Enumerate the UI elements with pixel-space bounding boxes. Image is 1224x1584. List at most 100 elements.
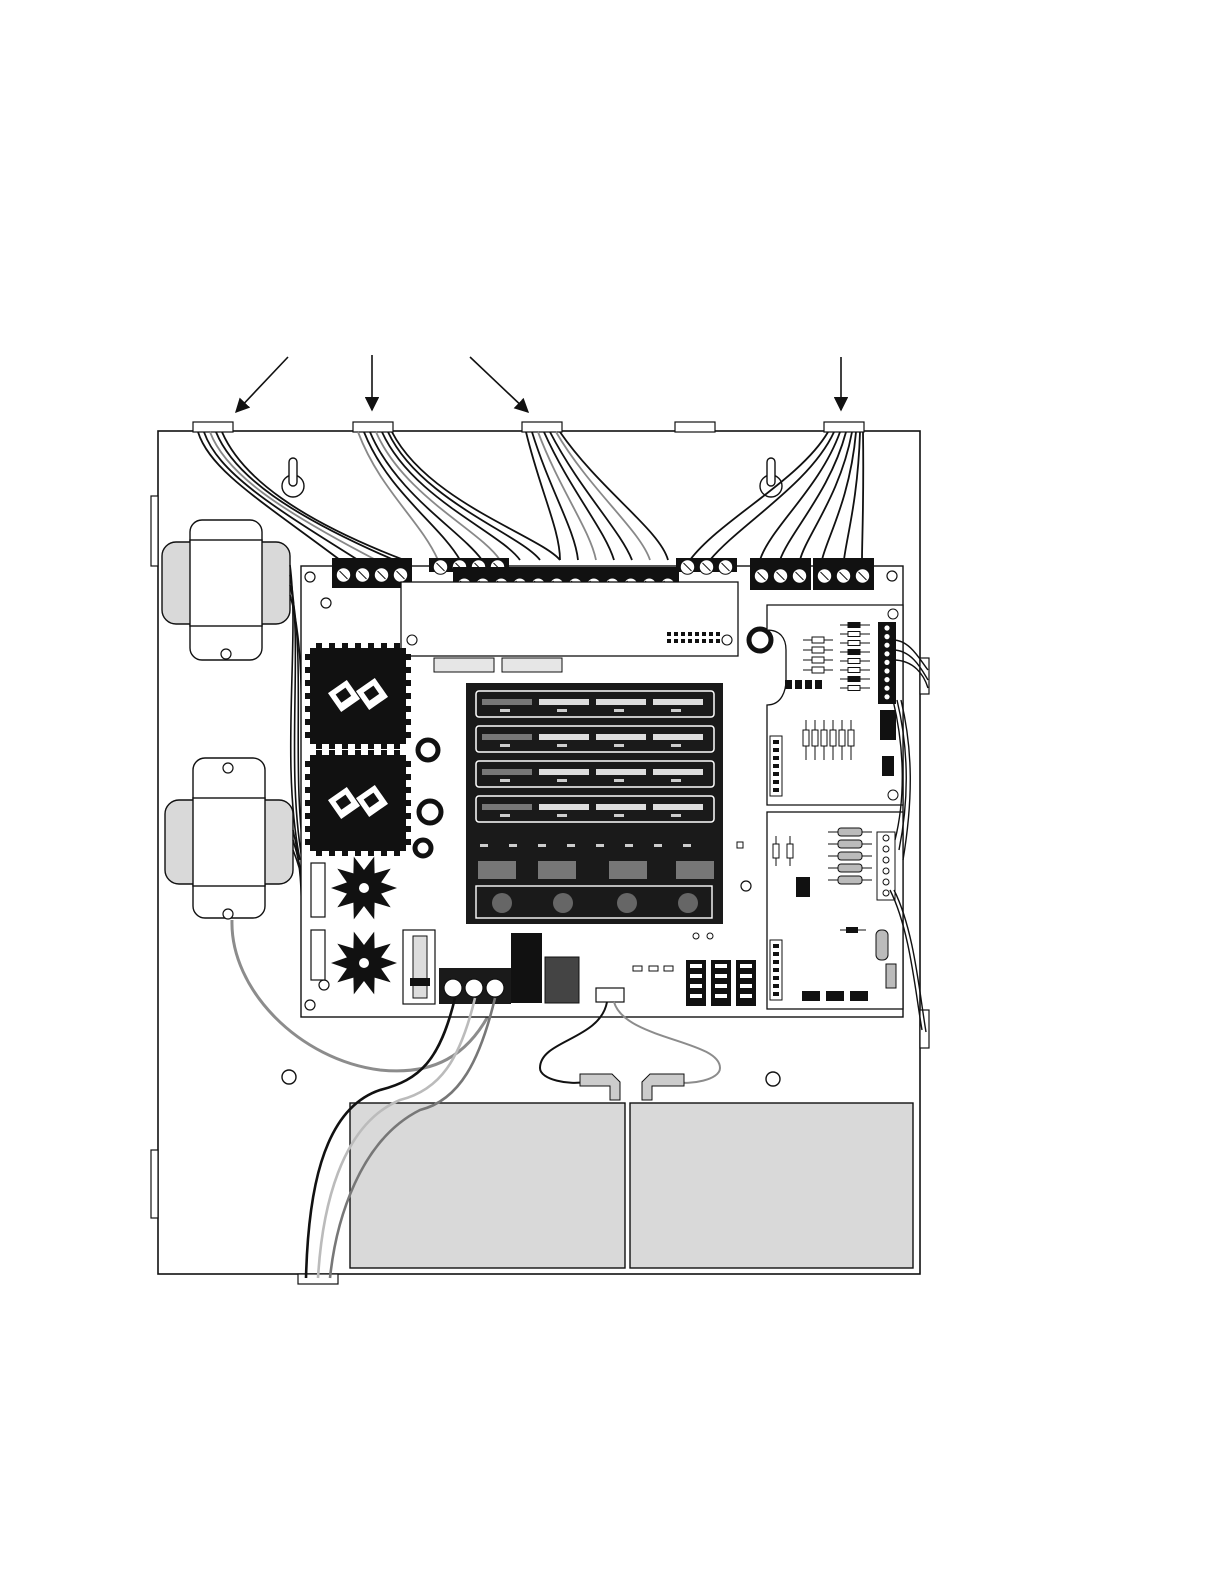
dip-lever (690, 974, 702, 978)
resistor (848, 650, 860, 655)
heatsink-fin (329, 750, 335, 756)
module-connector (596, 699, 646, 705)
header-pin (674, 639, 678, 643)
heatsink-fin (305, 826, 311, 832)
dip-switches (686, 960, 756, 1006)
heatsink-fin (368, 643, 374, 649)
transistor-small (815, 680, 822, 689)
resistor (848, 730, 854, 746)
relay (538, 861, 576, 879)
connector-pin (883, 868, 889, 874)
module-connector (596, 769, 646, 775)
heatsink-fin (305, 774, 311, 780)
heatsink-fin (355, 850, 361, 856)
heatsink-fin (368, 750, 374, 756)
capacitor (886, 964, 896, 988)
header-pin (681, 639, 685, 643)
heatsink-fin (316, 850, 322, 856)
connector-pin (883, 879, 889, 885)
heatsink-star-center (359, 958, 369, 968)
relay-mark (596, 844, 604, 847)
heatsink-fin (342, 643, 348, 649)
ic-chip (882, 756, 894, 776)
resistor (787, 844, 793, 858)
header-pin (773, 984, 779, 988)
relay-mark (683, 844, 691, 847)
heatsink-fin (381, 643, 387, 649)
left-hinge-top (151, 496, 158, 566)
module-connector (482, 769, 532, 775)
connector-pin (883, 835, 889, 841)
option-board-upper (767, 605, 903, 805)
ic-chip (880, 710, 896, 740)
heatsink-fin (381, 743, 387, 749)
module-connector (539, 734, 589, 740)
heatsink-fin (405, 680, 411, 686)
header-pin (688, 632, 692, 636)
heatsink-fin (329, 850, 335, 856)
heatsink-fin (305, 839, 311, 845)
heatsink-fin (355, 643, 361, 649)
relay-mark (480, 844, 488, 847)
header-pin (674, 632, 678, 636)
heatsink-fin (305, 706, 311, 712)
heatsink-fin (405, 826, 411, 832)
heatsink-fin (305, 719, 311, 725)
heatsink-fin (305, 732, 311, 738)
knockout-5 (824, 422, 864, 432)
heatsink-fin (394, 750, 400, 756)
relay (478, 861, 516, 879)
heatsink-fin (405, 667, 411, 673)
heatsink-fin (405, 839, 411, 845)
header-pin (667, 632, 671, 636)
heatsink-fin (342, 750, 348, 756)
header-pin (773, 748, 779, 752)
heatsink-fin (381, 850, 387, 856)
heatsink-fin (405, 654, 411, 660)
resistor (848, 677, 860, 682)
header-pin (709, 632, 713, 636)
module-connector (482, 699, 532, 705)
knockout-4 (675, 422, 715, 432)
battery-left (350, 1103, 625, 1268)
heatsink-fin (305, 787, 311, 793)
heatsink-fin (329, 743, 335, 749)
fuse-holder (403, 930, 435, 1004)
resistor (848, 632, 860, 637)
heatsink-fin (342, 743, 348, 749)
header-pin (695, 639, 699, 643)
module-connector (653, 699, 703, 705)
resistor (773, 844, 779, 858)
heatsink-fin (305, 680, 311, 686)
resistor (848, 641, 860, 646)
heatsink-fin (381, 750, 387, 756)
module-connector (539, 699, 589, 705)
resistor (830, 730, 836, 746)
heatsink-fin (316, 750, 322, 756)
relay-mark (654, 844, 662, 847)
smd-part (826, 991, 844, 1001)
resistor (838, 828, 862, 836)
header-pin (716, 639, 720, 643)
header-pin (773, 772, 779, 776)
resistor (838, 876, 862, 884)
battery-connector (596, 988, 624, 1002)
heatsink-fin (305, 654, 311, 660)
module-mark (614, 779, 624, 782)
connector-pin (884, 651, 889, 656)
dip-lever (740, 974, 752, 978)
resistor (848, 659, 860, 664)
heatsink-fin (305, 693, 311, 699)
resistor (839, 730, 845, 746)
module-connector (482, 734, 532, 740)
heatsink-fin (405, 706, 411, 712)
capacitor-gray (545, 957, 579, 1003)
heatsink-fin (305, 667, 311, 673)
smd-part (850, 991, 868, 1001)
resistor (848, 668, 860, 673)
resistor (803, 730, 809, 746)
module-mark (500, 814, 510, 817)
connector-pin (884, 677, 889, 682)
module-mark (614, 744, 624, 747)
